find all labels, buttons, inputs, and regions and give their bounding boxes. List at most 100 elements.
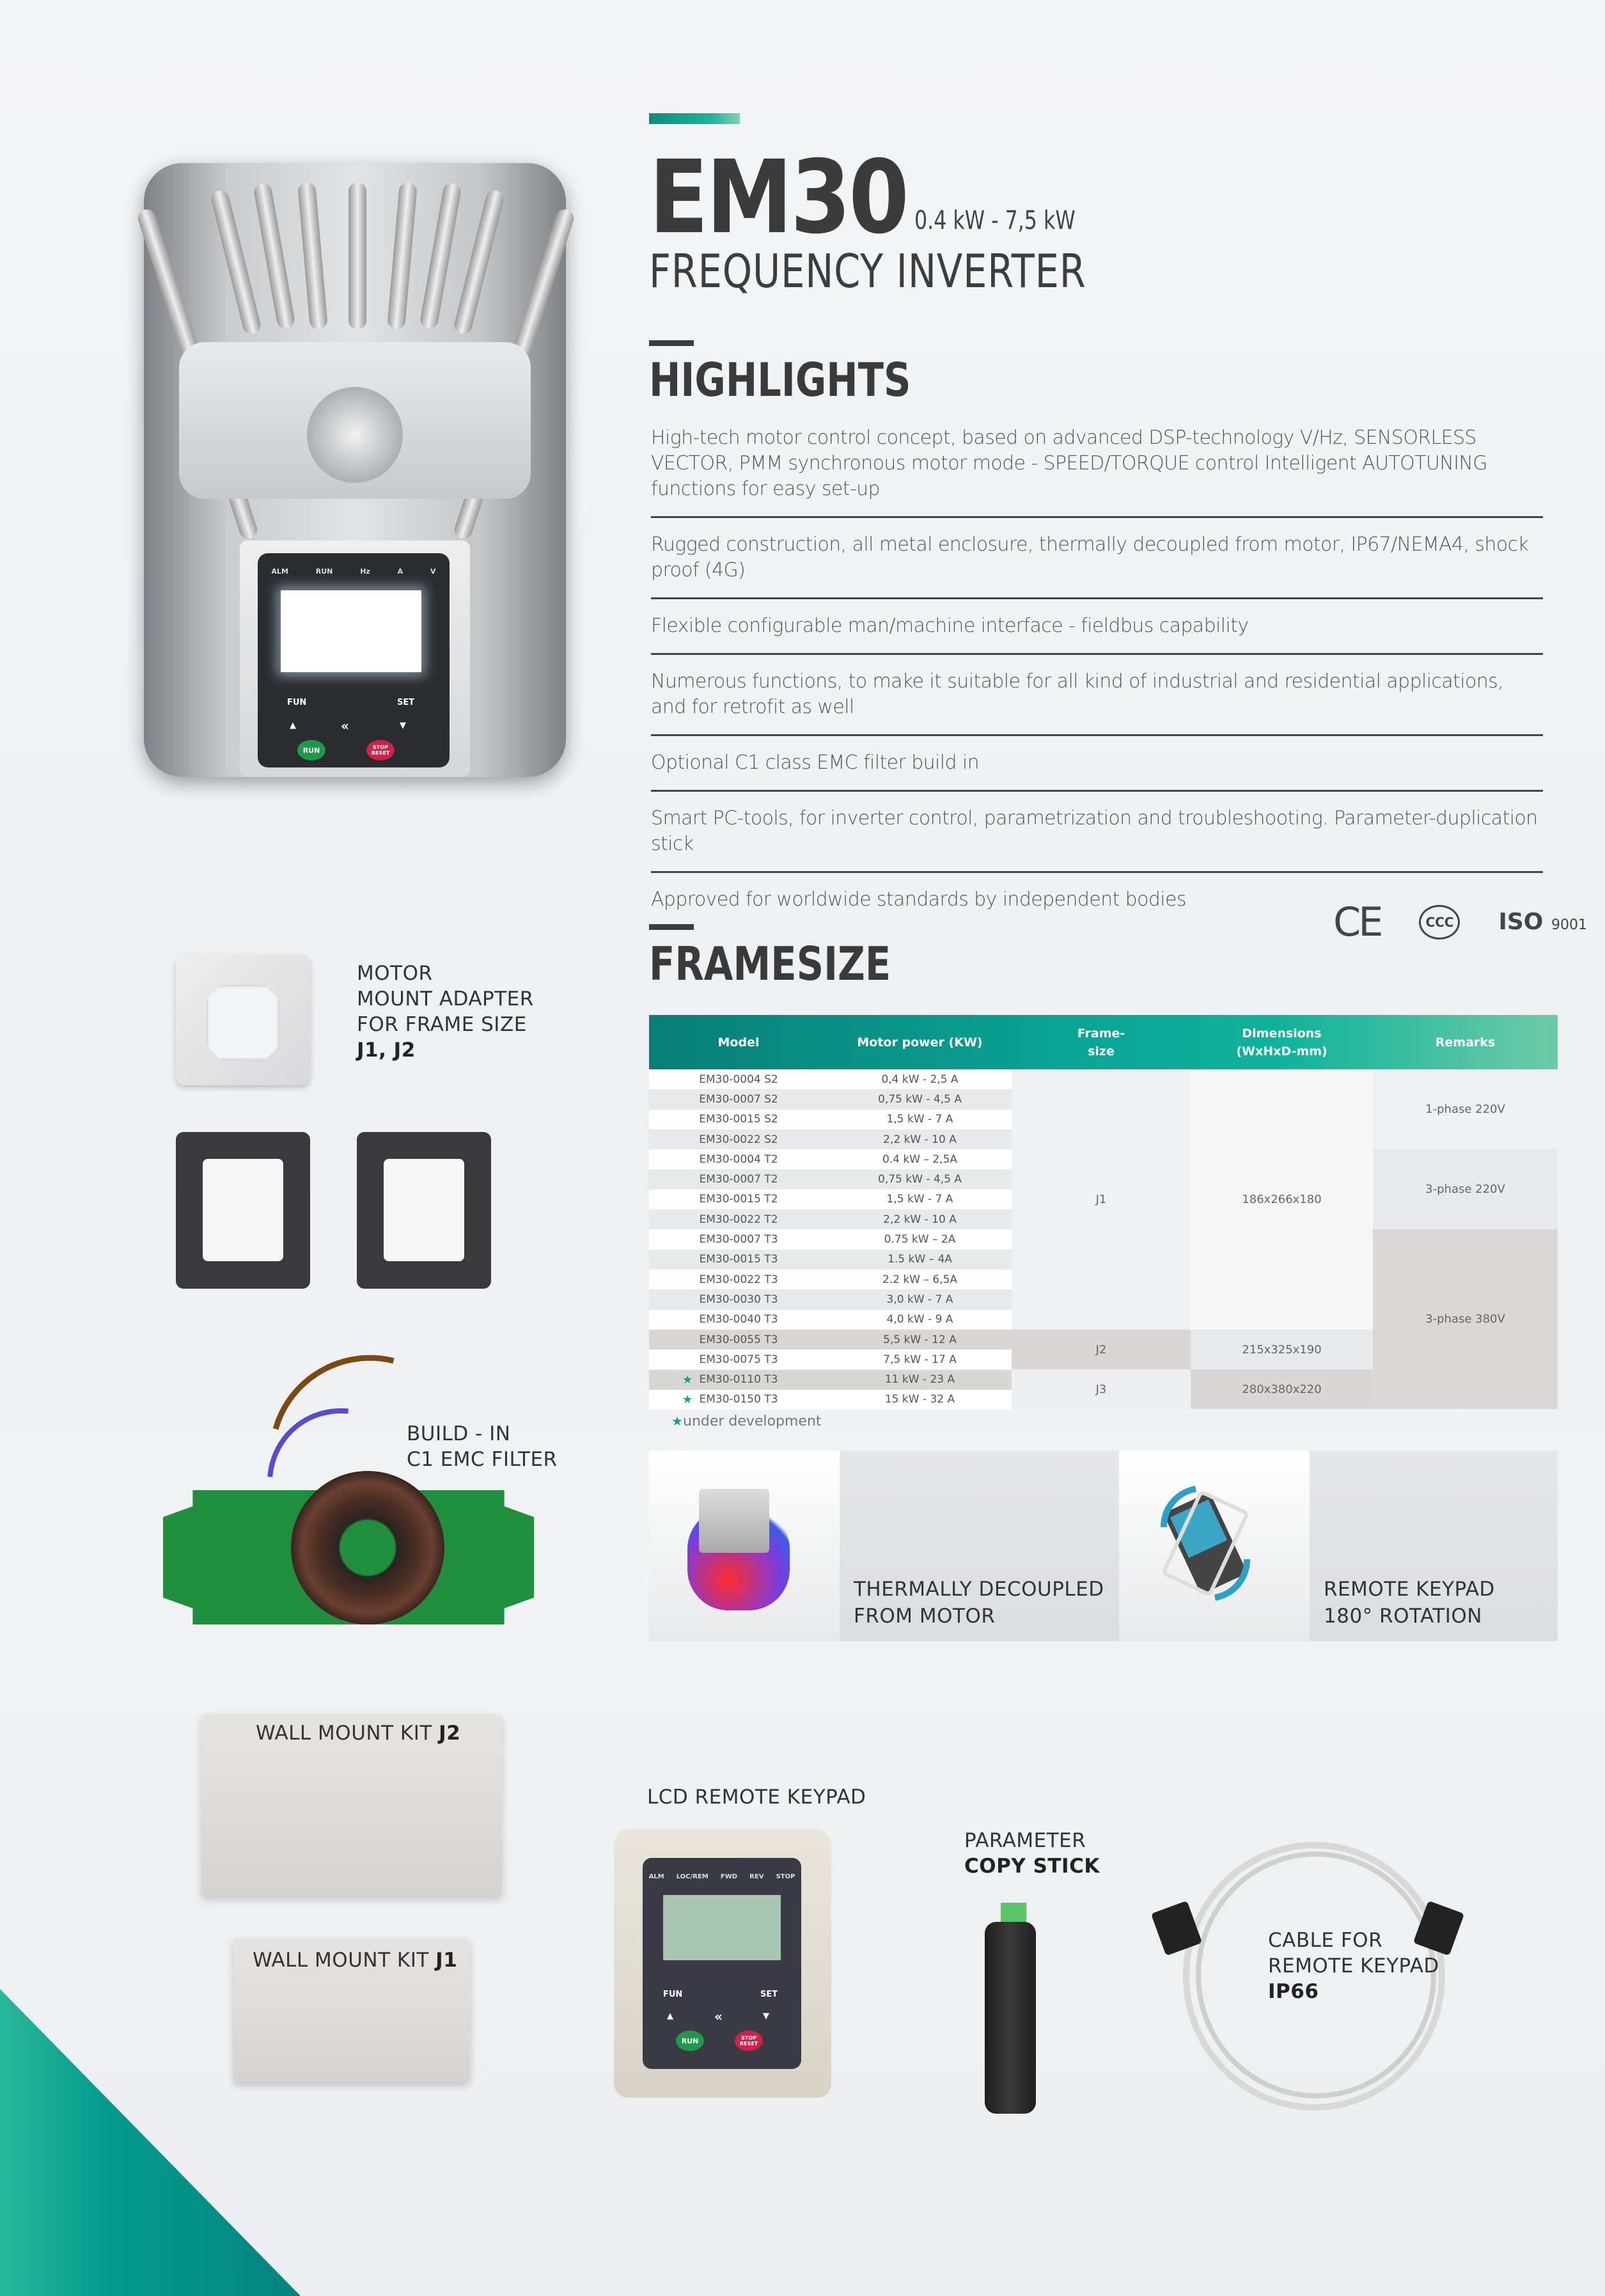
power-cell: 2,2 kW - 10 A	[883, 1133, 957, 1146]
power-cell: 1.5 kW – 4A	[888, 1253, 952, 1266]
table-row: EM30-0022 T2 2,2 kW - 10 A	[649, 1209, 1012, 1230]
down-arrow-icon: ▼	[400, 721, 406, 730]
copy-stick-label: PARAMETER COPY STICK	[964, 1829, 1100, 1878]
remote-fun-button: FUN	[663, 1990, 683, 1999]
wall-mount-j1-label: WALL MOUNT KIT J1	[253, 1949, 458, 1972]
under-development-note: under development	[683, 1413, 822, 1429]
motor-adapter-label: MOTOR MOUNT ADAPTER FOR FRAME SIZE J1, J…	[357, 962, 534, 1062]
remote-run-button: RUN	[676, 2031, 704, 2051]
fan-icon	[307, 387, 403, 483]
power-cell: 0,75 kW - 4,5 A	[878, 1092, 962, 1106]
product-model: EM30	[649, 139, 909, 256]
model-cell: EM30-0022 T2	[699, 1213, 778, 1226]
iso-mark-icon: ISO 9001	[1498, 909, 1587, 935]
frame-cell-j1: J1	[1012, 1069, 1191, 1330]
model-cell: EM30-0015 S2	[699, 1113, 778, 1126]
remote-down-arrow-icon: ▼	[763, 2011, 769, 2021]
highlights-title: HIGHLIGHTS	[649, 353, 911, 407]
remark-3phase-220: 3-phase 220V	[1373, 1149, 1558, 1229]
highlight-item: Optional C1 class EMC filter build in	[651, 750, 1543, 792]
table-row: EM30-0004 T2 0.4 kW – 2,5A	[649, 1149, 1012, 1170]
highlights-list: High-tech motor control concept, based o…	[651, 425, 1543, 941]
power-cell: 2.2 kW – 6,5A	[882, 1273, 958, 1286]
model-cell: EM30-0015 T2	[699, 1193, 778, 1206]
highlight-item: High-tech motor control concept, based o…	[651, 425, 1543, 518]
wall-mount-kit-j1-image	[233, 1938, 470, 2082]
model-cell: EM30-0004 T2	[699, 1152, 778, 1166]
highlight-item: Smart PC-tools, for inverter control, pa…	[651, 806, 1543, 873]
power-cell: 0.75 kW – 2A	[884, 1233, 956, 1246]
framesize-title: FRAMESIZE	[649, 937, 891, 991]
up-arrow-icon: ▲	[290, 721, 296, 730]
power-cell: 15 kW - 32 A	[884, 1393, 955, 1406]
dim-cell-j1: 186x266x180	[1191, 1069, 1373, 1330]
remote-up-arrow-icon: ▲	[667, 2011, 673, 2021]
wall-mount-j2-label: WALL MOUNT KIT J2	[256, 1722, 461, 1745]
power-cell: 0.4 kW – 2,5A	[882, 1152, 958, 1166]
model-cell: EM30-0015 T3	[699, 1253, 778, 1266]
model-cell: EM30-0110 T3	[699, 1373, 778, 1387]
dim-cell-j2: 215x325x190	[1191, 1330, 1373, 1369]
keypad-rotation-image	[1119, 1451, 1310, 1641]
model-cell: EM30-0007 T3	[699, 1233, 778, 1246]
remote-set-button: SET	[760, 1990, 778, 1999]
table-row: EM30-0007 T3 0.75 kW – 2A	[649, 1229, 1012, 1250]
product-subtitle: FREQUENCY INVERTER	[649, 244, 1086, 298]
model-cell: EM30-0150 T3	[699, 1393, 778, 1406]
highlight-item: Numerous functions, to make it suitable …	[651, 669, 1543, 736]
accent-bar	[649, 113, 740, 124]
motor-adapter-image	[176, 954, 310, 1085]
table-row: EM30-0015 T3 1.5 kW – 4A	[649, 1249, 1012, 1270]
col-frame-size: Frame-size	[1077, 1026, 1125, 1058]
frame-cell-j3: J3	[1012, 1369, 1191, 1409]
section-dash	[649, 340, 694, 346]
keypad-leds: ALM RUN Hz A V	[271, 567, 436, 576]
section-dash	[649, 924, 694, 930]
framesize-table: Model Motor power (KW) Frame-size Dimens…	[649, 1015, 1558, 1469]
frame-cell-j2: J2	[1012, 1330, 1191, 1369]
remark-3phase-380: 3-phase 380V	[1373, 1229, 1558, 1409]
table-row: EM30-0150 T3 15 kW - 32 A ★	[649, 1389, 1012, 1410]
table-row: EM30-0055 T3 5,5 kW - 12 A	[649, 1329, 1012, 1350]
model-cell: EM30-0004 S2	[699, 1073, 778, 1086]
cable-image	[1183, 1842, 1445, 2111]
fun-button: FUN	[287, 698, 307, 707]
highlight-item: Approved for worldwide standards by inde…	[651, 888, 1187, 911]
certification-logos: CE CCC ISO 9001	[1333, 899, 1587, 945]
highlight-item: Rugged construction, all metal enclosure…	[651, 532, 1543, 599]
model-cell: EM30-0007 T2	[699, 1173, 778, 1186]
model-cell: EM30-0055 T3	[699, 1333, 778, 1346]
model-cell: EM30-0030 T3	[699, 1293, 778, 1306]
power-cell: 11 kW - 23 A	[884, 1373, 955, 1387]
cable-label: CABLE FOR REMOTE KEYPAD IP66	[1268, 1929, 1439, 2003]
copy-stick-connector	[1001, 1903, 1026, 1922]
highlight-item: Flexible configurable man/machine interf…	[651, 613, 1543, 655]
model-cell: EM30-0022 T3	[699, 1273, 778, 1286]
power-cell: 5,5 kW - 12 A	[883, 1333, 957, 1346]
remark-1phase-220: 1-phase 220V	[1425, 1103, 1505, 1116]
wall-mount-kit-j2-image	[201, 1714, 502, 1896]
table-row: EM30-0022 T3 2.2 kW – 6,5A	[649, 1270, 1012, 1290]
table-header: Model Motor power (KW) Frame-size Dimens…	[649, 1015, 1558, 1069]
model-cell: EM30-0040 T3	[699, 1313, 778, 1326]
under-development-star-icon: ★	[682, 1392, 693, 1406]
power-cell: 7,5 kW - 17 A	[883, 1353, 957, 1366]
power-cell: 3,0 kW - 7 A	[886, 1293, 953, 1306]
col-dimensions: Dimensions(WxHxD-mm)	[1236, 1026, 1327, 1058]
gasket-image	[357, 1132, 491, 1289]
col-model: Model	[717, 1035, 760, 1050]
dim-cell-j3: 280x380x220	[1191, 1369, 1373, 1409]
power-cell: 1,5 kW - 7 A	[886, 1193, 953, 1206]
power-cell: 2,2 kW - 10 A	[883, 1213, 957, 1226]
